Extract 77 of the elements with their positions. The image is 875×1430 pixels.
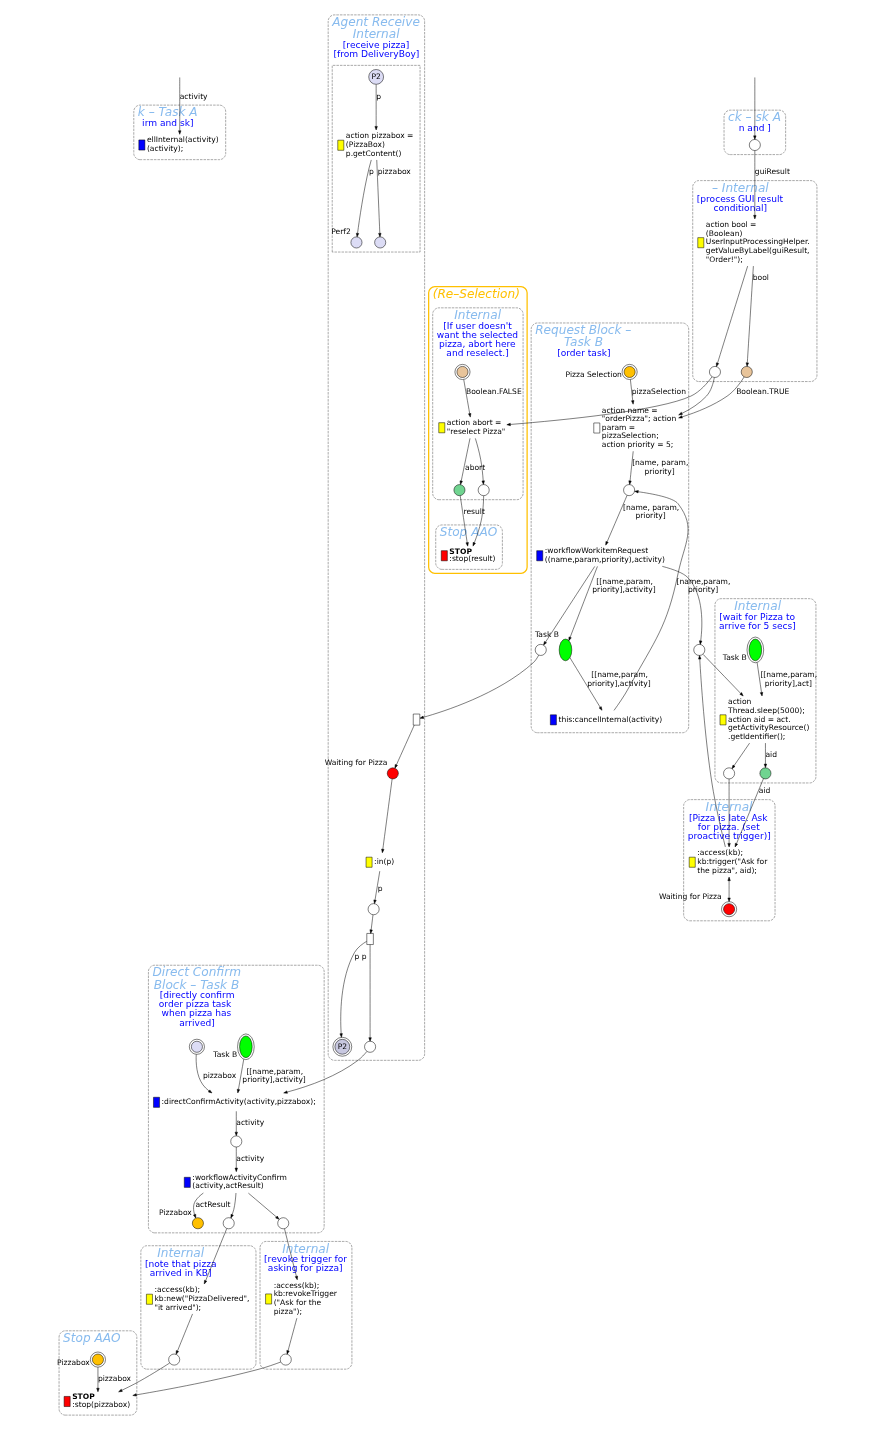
arrow	[230, 1192, 236, 1219]
arrow	[752, 77, 756, 140]
arrow	[542, 566, 595, 646]
node-circle	[477, 484, 489, 496]
arrow	[236, 1059, 244, 1094]
arrow	[283, 1228, 298, 1281]
cluster	[331, 65, 420, 253]
node-circle	[622, 484, 635, 496]
arrow	[472, 495, 484, 547]
node-circle	[534, 644, 547, 656]
arrow	[374, 84, 378, 131]
arrow	[474, 438, 485, 485]
arrow	[132, 1361, 281, 1397]
node-circle	[740, 366, 753, 378]
node-circle	[722, 767, 735, 780]
cluster: ck – sk A n and ]	[723, 109, 786, 155]
node-circle	[453, 484, 465, 496]
node-circle	[350, 236, 362, 249]
arrow	[247, 1192, 279, 1220]
arrow	[459, 438, 470, 485]
arrow	[604, 495, 627, 546]
arrow	[569, 657, 602, 711]
arrow	[677, 376, 744, 419]
arrow	[369, 914, 373, 934]
arrow	[568, 566, 598, 641]
arrow	[613, 490, 688, 711]
node-circle	[748, 139, 761, 151]
arrow	[727, 876, 731, 902]
arrow	[203, 1228, 227, 1285]
arrow	[661, 566, 702, 645]
node-box	[366, 933, 374, 945]
arrow	[677, 377, 715, 416]
arrow	[734, 778, 764, 848]
arrow	[286, 1317, 297, 1355]
node-circle	[167, 1353, 180, 1366]
node-circle	[367, 903, 379, 915]
arrow	[195, 1054, 212, 1094]
arrow	[731, 742, 750, 769]
node-circle	[363, 1041, 376, 1053]
arrow	[339, 941, 367, 1038]
arrow	[394, 724, 414, 769]
arrow	[715, 265, 748, 367]
node-circle	[386, 767, 399, 780]
arrow	[752, 150, 756, 220]
arrow	[376, 159, 381, 238]
arrow	[745, 265, 754, 367]
arrow	[373, 870, 380, 904]
arrow	[419, 654, 539, 719]
node-circle	[230, 1135, 242, 1148]
node-circle	[222, 1217, 234, 1230]
arrow	[727, 778, 731, 848]
node-circle	[279, 1353, 292, 1366]
arrow	[629, 379, 634, 405]
arrow	[628, 451, 633, 485]
arrow	[175, 1313, 193, 1355]
arrow	[459, 495, 469, 547]
node-circle	[708, 366, 721, 378]
node-circle	[693, 644, 705, 656]
arrow	[192, 1192, 204, 1219]
arrow	[756, 662, 763, 697]
node-circle	[373, 236, 386, 249]
node-box	[412, 713, 420, 726]
arrow	[763, 742, 767, 768]
arrow	[177, 77, 181, 135]
arrow	[506, 376, 712, 426]
node-circle	[191, 1217, 204, 1230]
arrow	[234, 1111, 238, 1136]
arrow	[355, 159, 372, 238]
arrow	[380, 778, 392, 854]
arrow	[702, 654, 743, 697]
arrow	[95, 1366, 99, 1393]
arrow	[234, 1146, 238, 1172]
arrow	[463, 379, 471, 418]
node-circle	[759, 767, 771, 780]
arrow	[282, 1051, 367, 1094]
arrow	[368, 944, 372, 1042]
arrow	[117, 1362, 170, 1393]
